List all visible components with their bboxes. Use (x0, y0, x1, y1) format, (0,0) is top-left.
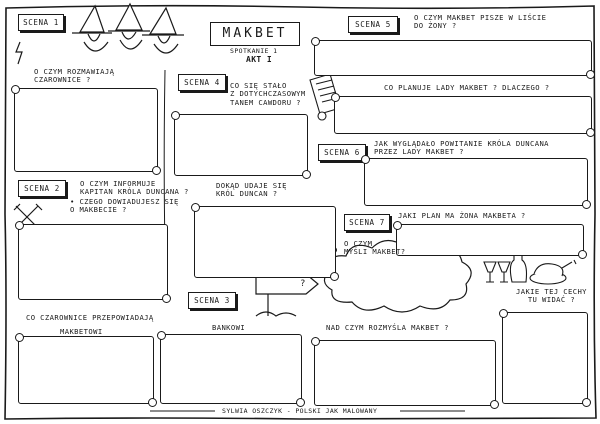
scene-2-question: O CZYM INFORMUJE KAPITAN KRÓLA DUNCANA ? (80, 179, 189, 197)
scene-7-badge: SCENA 7 (344, 214, 390, 231)
act-label: AKT I (246, 55, 273, 64)
scene-3-banko-box[interactable] (157, 331, 305, 407)
scene-5-letter-box[interactable] (311, 37, 595, 79)
scene-5-badge: SCENA 5 (348, 16, 398, 33)
scene-7-question: JAKI PLAN MA ŻONA MAKBETA ? (398, 211, 526, 220)
scene-7-traits-question: JAKIE TEJ CECHY TU WIDAĆ ? (516, 287, 587, 305)
scene-7-think-question: O CZYM MYŚLI MAKBET? (344, 239, 406, 257)
scene-7-traits-box[interactable] (499, 309, 591, 407)
lightning-doodle (15, 41, 23, 65)
scene-1-badge: SCENA 1 (18, 14, 64, 31)
scene-2-answer-box[interactable] (15, 221, 171, 303)
scene-1-question: O CZYM ROZMAWIAJĄ CZAROWNICE ? (34, 67, 115, 85)
page-frame (4, 4, 597, 420)
scene-3-question: CO CZAROWNICE PRZEPOWIADAJĄ (26, 313, 154, 322)
scene-2-question-2: • CZEGO DOWIADUJESZ SIĘ O MAKBECIE ? (70, 197, 179, 215)
scene-6-answer-box[interactable] (361, 155, 591, 209)
scene-3-badge: SCENA 3 (188, 292, 236, 309)
scene-3-makbet-label: MAKBETOWI (60, 327, 103, 336)
macbeth-reflection-question: NAD CZYM ROZMYŚLA MAKBET ? (326, 323, 449, 332)
scene-6-question: JAK WYGLĄDAŁO POWITANIE KRÓLA DUNCANA PR… (374, 139, 549, 157)
scene-5-question-2: CO PLANUJE LADY MAKBET ? DLACZEGO ? (384, 83, 550, 92)
witches-doodle (72, 2, 184, 54)
thought-cloud (323, 239, 472, 313)
scene-5-plan-box[interactable] (331, 93, 595, 137)
scene-3-banko-label: BANKOWI (212, 323, 246, 332)
meeting-label: SPOTKANIE 1 (230, 47, 278, 55)
scene-1-answer-box[interactable] (11, 85, 161, 175)
feast-doodle (483, 251, 577, 285)
footer-credit: SYLWIA OSZCZYK - POLSKI JAK MALOWANY (222, 407, 378, 415)
page-title: MAKBET (210, 22, 300, 46)
scene-3-makbet-box[interactable] (15, 333, 157, 407)
signpost-doodle (255, 273, 319, 317)
scene-4-question: CO SIĘ STAŁO Z DOTYCHCZASOWYM TANEM CAWD… (230, 81, 306, 107)
macbeth-reflection-box[interactable] (311, 337, 499, 409)
signpost-label: ? (300, 279, 306, 289)
king-destination-box[interactable] (191, 203, 339, 281)
scene-2-badge: SCENA 2 (18, 180, 66, 197)
king-destination-question: DOKĄD UDAJE SIĘ KRÓL DUNCAN ? (216, 181, 287, 199)
scene-4-badge: SCENA 4 (178, 74, 226, 91)
scene-6-badge: SCENA 6 (318, 144, 366, 161)
scene-5-question: O CZYM MAKBET PISZE W LIŚCIE DO ŻONY ? (414, 13, 547, 31)
scene-7-plan-box[interactable] (393, 221, 587, 259)
scene-4-answer-box[interactable] (171, 111, 311, 179)
